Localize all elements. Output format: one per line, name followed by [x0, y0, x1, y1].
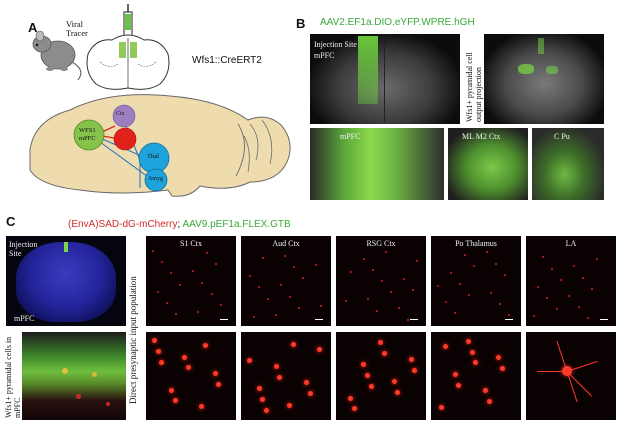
red-arrow — [101, 125, 116, 133]
region-label: Aud Ctx — [272, 239, 300, 248]
region-label: S1 Ctx — [179, 239, 202, 248]
region-label-wfs1: WFS1 — [79, 127, 96, 134]
presynaptic-label: Direct presynaptic input population — [128, 276, 138, 404]
injection-site-image: Injection Site mPFC — [310, 34, 460, 124]
region-image-dense — [431, 332, 521, 420]
region-image-sparse: Po Thalamus — [431, 236, 521, 326]
panel-c-injection-region: mPFC — [14, 314, 35, 323]
inset-label-cpu: C Pu — [554, 132, 570, 141]
output-projection-label: Wfs1+ pyramidal cell output projection — [465, 52, 483, 122]
region-label: RSG Ctx — [366, 239, 396, 248]
panel-c-title-red: (EnvA)SAD-dG-mCherry — [68, 219, 178, 230]
region-image-dense — [526, 332, 616, 420]
panel-b-title: AAV2.EF1a.DIO.eYFP.WPRE.hGH — [320, 17, 475, 28]
sagittal-brain — [29, 94, 291, 197]
region-label: LA — [565, 239, 577, 248]
mouse-illustration — [32, 30, 82, 81]
injection-site-label: Injection Site — [314, 40, 357, 49]
inset-label-m2ctx: ML M2 Ctx — [462, 132, 501, 141]
panel-c-injection-label: Injection Site — [9, 240, 38, 258]
coronal-brain-outline — [86, 34, 170, 90]
inset-m2ctx-image: ML M2 Ctx — [448, 128, 528, 200]
region-label: Po Thalamus — [455, 239, 497, 248]
panel-c-title-green: AAV9.pEF1a.FLEX.GTB — [182, 219, 291, 230]
viral-tracer-label: Viral Tracer — [66, 19, 88, 38]
panel-c-letter: C — [6, 214, 16, 229]
region-image-dense — [241, 332, 331, 420]
panel-c-title: (EnvA)SAD-dG-mCherry; AAV9.pEF1a.FLEX.GT… — [68, 219, 291, 230]
panel-b-letter: B — [296, 16, 306, 31]
ctx-region — [112, 104, 136, 128]
injection-site-region-label: mPFC — [314, 51, 335, 60]
panel-c-injection-image: Injection Site mPFC — [6, 236, 126, 326]
inset-label-mpfc: mPFC — [340, 132, 361, 141]
region-image-dense — [336, 332, 426, 420]
wfs1-pyramidal-label: Wfs1+ pyramidal cells in mPFC — [4, 336, 22, 418]
region-image-sparse: LA — [526, 236, 616, 326]
region-label-ctx: Ctx — [116, 111, 125, 117]
mouse-line-label: Wfs1::CreERT2 — [192, 55, 262, 66]
panel-a-schematic — [29, 4, 291, 197]
panel-c-title-sep: ; — [177, 219, 183, 230]
region-label-mpfc: mPFC — [79, 135, 96, 142]
pyramidal-cells-image — [22, 332, 126, 420]
wfs1-mpfc-region — [73, 119, 105, 151]
region-image-sparse: S1 Ctx — [146, 236, 236, 326]
region-image-dense — [146, 332, 236, 420]
region-label-amyg: Amyg — [148, 176, 163, 182]
amyg-region — [144, 168, 168, 192]
region-label-thal: Thal — [147, 153, 159, 160]
region-image-sparse: RSG Ctx — [336, 236, 426, 326]
inset-cpu-image: C Pu — [532, 128, 604, 200]
region-image-sparse: Aud Ctx — [241, 236, 331, 326]
panel-a-letter: A — [28, 20, 38, 35]
output-projection-image — [484, 34, 604, 124]
red-region — [113, 127, 137, 151]
inset-mpfc-image: mPFC — [310, 128, 444, 200]
